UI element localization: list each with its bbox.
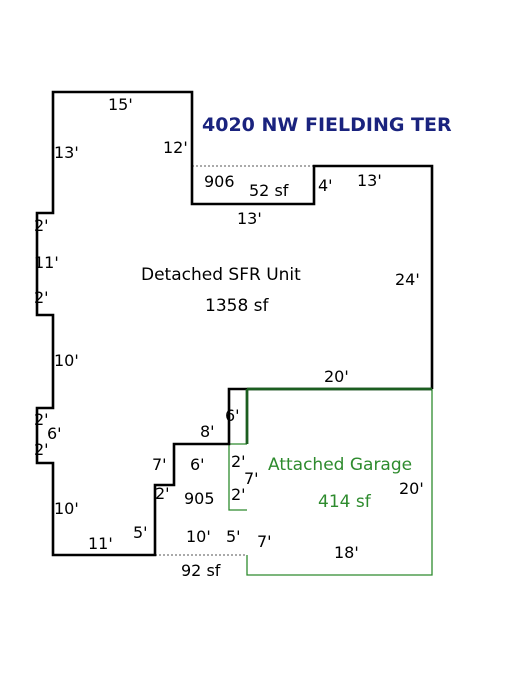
dim-left-6: 6' (47, 424, 62, 443)
dim-left-11: 11' (34, 253, 59, 272)
dim-step-8: 8' (200, 422, 215, 441)
dim-garage-2b: 2' (231, 485, 246, 504)
dim-step-7a: 7' (152, 455, 167, 474)
dim-garage-7a: 7' (244, 469, 259, 488)
dim-garage-18: 18' (334, 543, 359, 562)
dim-step-6b: 6' (225, 406, 240, 425)
code-bottom: 905 (184, 489, 215, 508)
main-area-sf: 1358 sf (205, 296, 270, 316)
dim-inner-10: 10' (186, 527, 211, 546)
dim-garage-2a: 2' (231, 452, 246, 471)
garage-area-name: Attached Garage (268, 455, 412, 475)
dim-left-2c: 2' (34, 410, 49, 429)
dim-garage-7b: 7' (257, 532, 272, 551)
garage-area-sf: 414 sf (318, 492, 372, 512)
code-top: 906 (204, 172, 235, 191)
main-area-name: Detached SFR Unit (141, 265, 301, 285)
dim-left-10a: 10' (54, 351, 79, 370)
dim-right-24: 24' (395, 270, 420, 289)
dim-top-13: 13' (357, 171, 382, 190)
dim-step-5a: 5' (133, 523, 148, 542)
plan-title: 4020 NW FIELDING TER (202, 114, 452, 136)
small-top-area-sf: 52 sf (249, 181, 289, 200)
dim-mid-13: 13' (237, 209, 262, 228)
dim-inner-5: 5' (226, 527, 241, 546)
dim-top-15: 15' (108, 95, 133, 114)
dim-wall-20: 20' (324, 367, 349, 386)
dim-left-10b: 10' (54, 499, 79, 518)
dim-step-6a: 6' (190, 455, 205, 474)
dim-notch-12: 12' (163, 138, 188, 157)
dim-left-2b: 2' (34, 288, 49, 307)
garage-jog-outline (228, 443, 247, 511)
dim-left-2d: 2' (34, 440, 49, 459)
small-bottom-area-sf: 92 sf (181, 561, 221, 580)
dim-garage-20: 20' (399, 479, 424, 498)
house-outline (35, 90, 434, 557)
dim-left-2a: 2' (34, 216, 49, 235)
dim-left-13: 13' (54, 143, 79, 162)
dim-step-2a: 2' (155, 484, 170, 503)
dim-top-4: 4' (318, 176, 333, 195)
dim-bottom-11: 11' (88, 534, 113, 553)
